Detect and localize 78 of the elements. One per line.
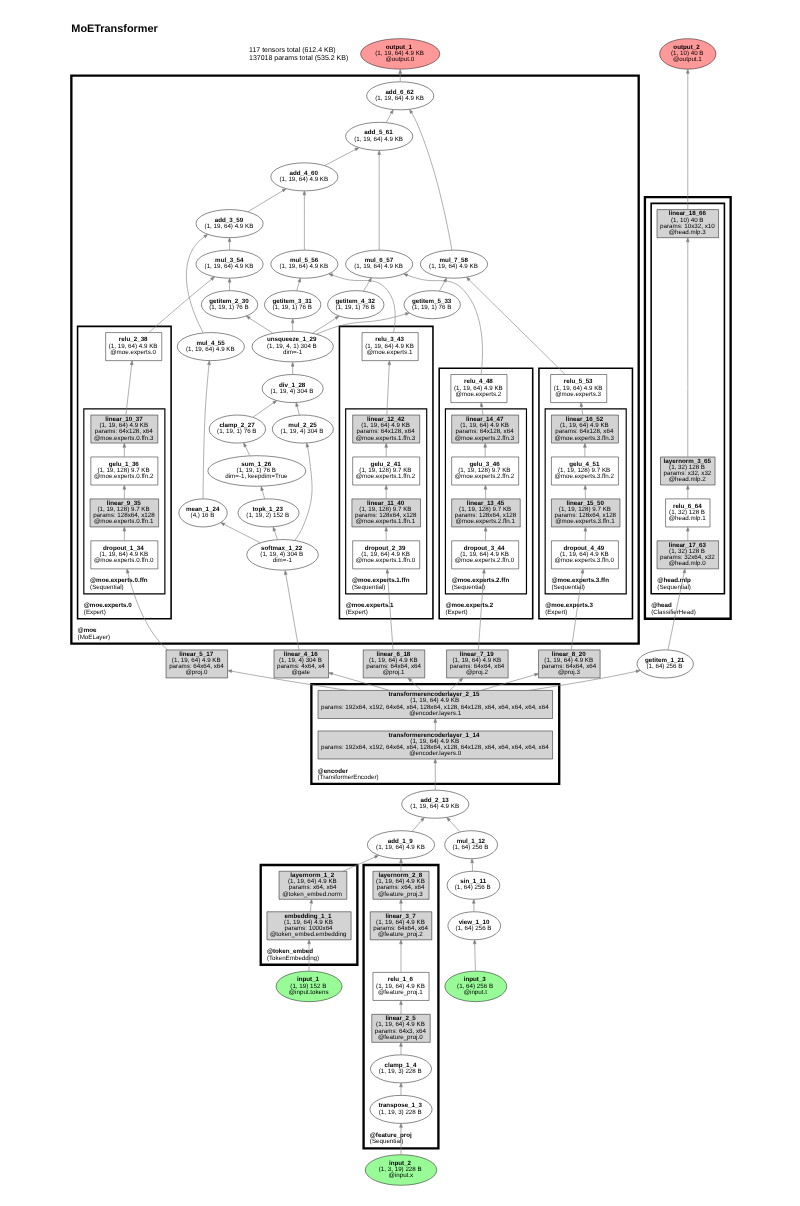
arrow: [582, 443, 586, 458]
arrow: [397, 69, 401, 82]
arrow: [406, 677, 421, 691]
arrow: [469, 858, 473, 872]
arrow: [398, 899, 402, 912]
arrow: [685, 237, 689, 458]
arrow: [432, 758, 436, 791]
arrow: [271, 526, 277, 540]
arrow: [482, 485, 487, 499]
arrow: [479, 673, 538, 691]
arrow: [398, 1123, 402, 1155]
arrow: [472, 939, 476, 972]
arrow: [465, 276, 565, 375]
arrow: [306, 939, 310, 972]
arrow: [569, 568, 584, 651]
arrow: [398, 858, 402, 872]
arrow: [578, 402, 583, 416]
arrow: [582, 526, 587, 541]
arrow: [121, 526, 125, 541]
arrow: [398, 1042, 402, 1055]
arrow: [226, 277, 231, 291]
arrow: [482, 526, 487, 541]
arrow: [290, 362, 294, 375]
arrow: [582, 485, 586, 499]
arrow: [147, 276, 214, 333]
arrow: [385, 360, 390, 416]
arrow: [226, 669, 347, 691]
arrow: [242, 442, 250, 456]
arrow: [383, 443, 387, 458]
arrow: [448, 677, 463, 691]
arrow: [408, 109, 452, 251]
arrow: [293, 442, 312, 541]
arrow: [121, 443, 125, 458]
arrow: [246, 188, 286, 212]
arrow: [445, 817, 460, 833]
arrow: [398, 1000, 402, 1015]
arrow: [201, 360, 210, 500]
arrow: [341, 855, 378, 872]
arrow: [327, 672, 389, 691]
arrow: [362, 277, 371, 292]
arrow: [479, 402, 483, 416]
arrow: [402, 273, 482, 375]
arrow: [290, 318, 294, 332]
arrow: [471, 899, 475, 912]
arrow: [124, 360, 133, 416]
arrow: [308, 899, 312, 912]
arrow: [482, 443, 486, 458]
arrow: [311, 315, 339, 334]
arrow: [125, 568, 168, 651]
arrow: [323, 147, 359, 166]
arrow: [226, 237, 231, 251]
arrow: [259, 486, 264, 500]
arrow: [666, 568, 685, 651]
arrow: [219, 522, 260, 543]
arrow: [301, 190, 306, 251]
arrow: [685, 485, 689, 499]
arrow: [398, 1082, 402, 1096]
arrow: [383, 526, 387, 541]
arrow: [432, 718, 436, 732]
arrow: [438, 277, 446, 292]
arrow: [527, 669, 640, 691]
arrow: [685, 526, 689, 541]
arrow: [295, 277, 300, 291]
arrow: [383, 485, 387, 499]
arrow: [283, 570, 299, 651]
arrow: [384, 568, 393, 651]
arrow: [685, 69, 689, 210]
arrow: [244, 315, 272, 334]
arrow: [121, 485, 125, 499]
arrow: [384, 109, 393, 123]
arrow: [294, 402, 299, 416]
arrow: [315, 312, 409, 335]
arrow: [251, 400, 277, 418]
arrow: [398, 939, 402, 973]
arrow: [376, 150, 380, 251]
arrow: [477, 568, 485, 651]
arrow: [185, 234, 208, 333]
arrow: [410, 817, 424, 832]
